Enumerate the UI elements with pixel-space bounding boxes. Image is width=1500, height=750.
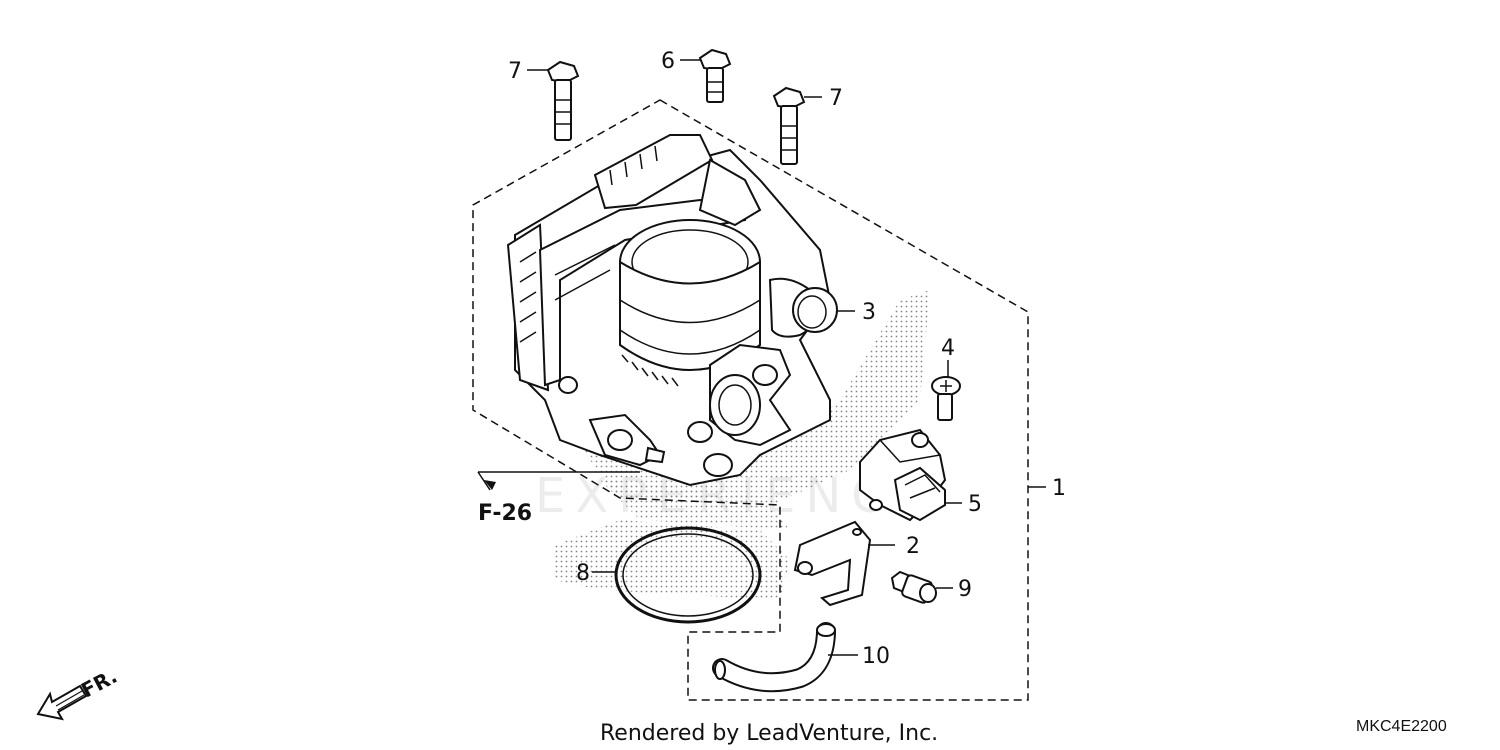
reference-label: F-26 [478,501,532,526]
stipple-shading [555,290,930,600]
callout-3: 3 [862,300,876,325]
sensor-5 [859,428,962,522]
footer-credit: Rendered by LeadVenture, Inc. [600,721,938,746]
screw-4 [931,360,961,421]
callout-5: 5 [968,492,982,517]
bolt-7-right [772,86,822,165]
assembly-outline [472,99,1029,701]
callout-7-left: 7 [508,59,522,84]
callout-7-right: 7 [829,86,843,111]
callout-10: 10 [862,644,890,669]
front-arrow-icon [36,684,88,721]
throttle-body [506,134,855,487]
o-ring-8 [592,526,762,624]
callout-6: 6 [661,49,675,74]
reference-arrow [477,471,640,491]
callout-8: 8 [576,561,590,586]
bolt-6-center [680,48,732,103]
callout-9: 9 [958,577,972,602]
diagram-code: MKC4E2200 [1356,718,1447,735]
hose-10 [712,622,858,693]
screw-9 [890,570,953,604]
callout-4: 4 [941,336,955,361]
bolt-7-left [527,60,580,141]
bracket-2 [793,520,895,607]
callout-1: 1 [1052,476,1066,501]
callout-2: 2 [906,534,920,559]
